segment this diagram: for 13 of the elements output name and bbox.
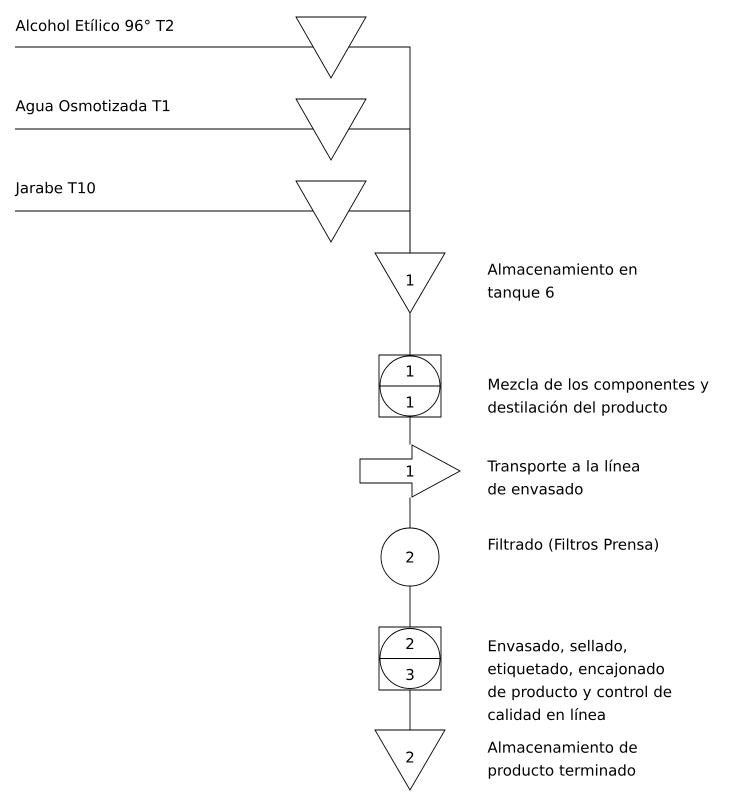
step-description: Almacenamiento en tanque 6: [488, 263, 636, 301]
input-label: Alcohol Etílico 96° T2: [16, 18, 173, 32]
flow-line: [348, 210, 410, 253]
input-label: Jarabe T10: [14, 182, 95, 196]
flow-line: [14, 128, 314, 130]
step-description: Almacenamiento de producto terminado: [488, 741, 637, 779]
flow-line: [14, 46, 314, 48]
step-description: Envasado, sellado, etiquetado, encajonado de producto y control de calidad en línea: [488, 640, 672, 720]
step-description: Mezcla de los componentes y destilación del producto: [488, 378, 709, 416]
step-description: Transporte a la línea de envasado: [487, 459, 639, 495]
input-label: Agua Osmotizada T1: [16, 100, 170, 114]
step-description: Filtrado (Filtros Prensa): [488, 538, 658, 552]
flow-line: [14, 210, 314, 212]
